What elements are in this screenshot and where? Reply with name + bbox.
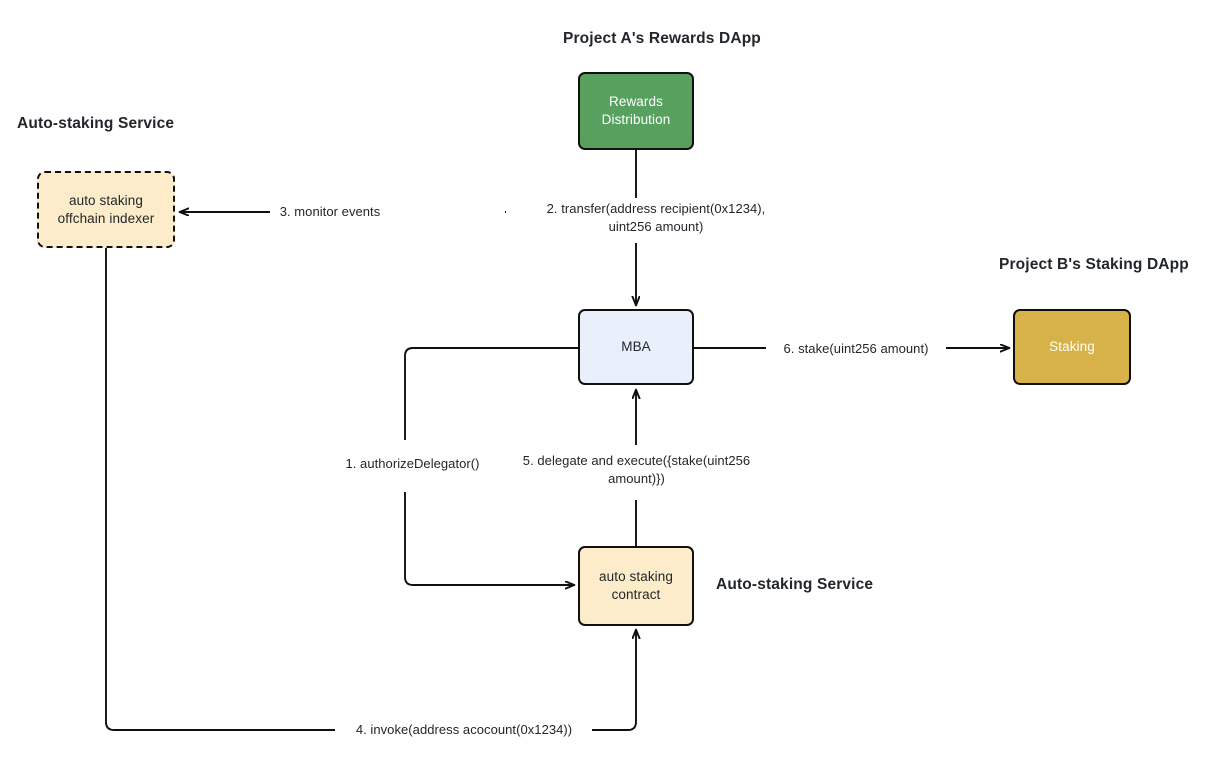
node-offchain-indexer[interactable]: auto staking offchain indexer xyxy=(37,171,175,248)
node-offchain-indexer-label: auto staking offchain indexer xyxy=(57,192,155,226)
node-mba-label: MBA xyxy=(621,339,651,355)
edge-label-step-3: 3. monitor events xyxy=(270,203,390,221)
group-title-project-a: Project A's Rewards DApp xyxy=(563,30,761,47)
node-auto-staking-contract[interactable]: auto staking contract xyxy=(578,546,694,626)
edge-label-step-6: 6. stake(uint256 amount) xyxy=(766,340,946,358)
edge-invoke-left xyxy=(105,248,335,731)
edge-label-step-2: 2. transfer(address recipient(0x1234), u… xyxy=(506,200,806,236)
node-rewards-distribution-label: Rewards Distribution xyxy=(601,94,671,127)
group-title-auto-staking-left: Auto-staking Service xyxy=(17,115,175,132)
group-title-project-b: Project B's Staking DApp xyxy=(999,256,1189,273)
node-auto-staking-contract-label: auto staking contract xyxy=(599,569,673,602)
edge-authorize-delegator xyxy=(404,347,578,440)
group-title-auto-staking-bottom: Auto-staking Service xyxy=(716,576,874,593)
edge-label-step-4: 4. invoke(address acocount(0x1234)) xyxy=(336,721,592,739)
node-mba[interactable]: MBA xyxy=(578,309,694,385)
node-staking[interactable]: Staking xyxy=(1013,309,1131,385)
edge-label-step-5: 5. delegate and execute({stake(uint256 a… xyxy=(510,452,763,488)
edge-invoke-right xyxy=(590,630,636,731)
node-rewards-distribution[interactable]: Rewards Distribution xyxy=(578,72,694,150)
edge-label-step-1: 1. authorizeDelegator() xyxy=(330,455,495,473)
edge-authorize-delegator-lower xyxy=(404,492,574,585)
node-staking-label: Staking xyxy=(1049,339,1095,355)
